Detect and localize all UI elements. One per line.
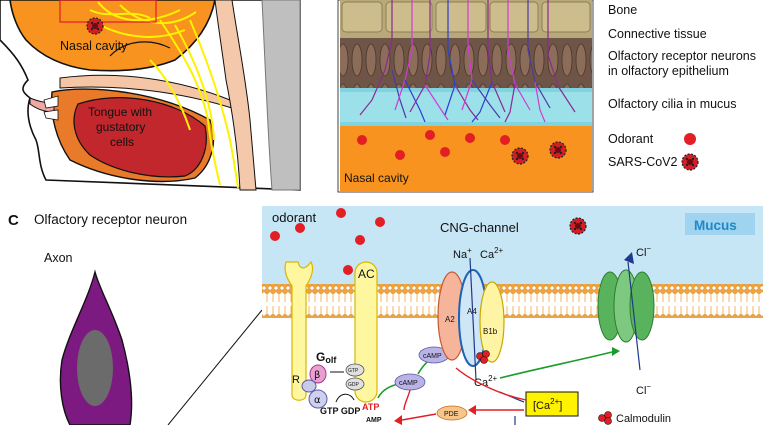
pharynx <box>214 0 257 191</box>
green-arrowhead <box>612 347 620 356</box>
g-beta-subunit <box>309 364 327 384</box>
teeth <box>43 95 59 121</box>
g-gamma-subunit <box>301 379 317 393</box>
legend-orn-line1: Olfactory receptor neurons <box>608 49 756 63</box>
g-curl <box>335 393 355 403</box>
chloride-channel <box>597 252 655 371</box>
legend-cilia: Olfactory cilia in mucus <box>608 97 737 111</box>
tongue-shape <box>73 97 207 178</box>
ca-concentration-box <box>525 391 579 417</box>
neuron-cell-shape <box>59 269 263 425</box>
amp-label: AMP <box>366 417 382 424</box>
receptor-r-label: R <box>292 374 300 386</box>
ca-box-label: [Ca2+] <box>533 397 562 412</box>
panel-b-epithelium <box>337 0 594 193</box>
neuron-fibers <box>359 0 576 123</box>
gdp-bubble <box>345 377 365 391</box>
zoom-box <box>59 0 157 23</box>
receptor-r <box>284 260 314 401</box>
calmodulin-on-channel <box>476 350 490 364</box>
camp-to-pde-arrow <box>403 389 411 411</box>
alpha-label: α <box>314 395 321 406</box>
legend-odorant: Odorant <box>608 132 654 146</box>
gtp-gdp-label: GTP GDP <box>320 406 360 416</box>
ca-top-label: Ca2+ <box>480 246 504 261</box>
beta-label: β <box>314 370 320 381</box>
legend-sars-virus-icon <box>681 153 699 171</box>
pde-to-amp-arrow <box>401 413 437 421</box>
nasal-cavity-label-a: Nasal cavity <box>60 39 128 53</box>
sars-virus-b1-icon <box>511 147 529 165</box>
sars-virus-icon <box>86 17 104 35</box>
gdp-small-label: GDP <box>348 382 360 388</box>
cl-top-label: Cl− <box>636 244 651 259</box>
nasal-turbinate <box>109 41 171 57</box>
axon-label: Axon <box>44 251 73 265</box>
lipid-bilayer <box>262 284 763 318</box>
tongue-label-line2: gustatory <box>96 120 145 134</box>
calmodulin-legend-icon <box>598 411 612 425</box>
gtp-bubble <box>345 363 365 377</box>
mucus-tag <box>685 213 755 235</box>
zoom-line-1 <box>167 309 263 425</box>
atp-label: ATP <box>362 402 379 412</box>
pde-bubble <box>436 405 468 421</box>
legend-connective: Connective tissue <box>608 27 707 41</box>
odorant-dots-c <box>270 208 385 275</box>
a2-label: A2 <box>445 315 455 324</box>
bone-segments <box>341 1 591 33</box>
camp-label-2: cAMP <box>423 353 442 360</box>
nasal-cavity-area <box>9 0 216 72</box>
mucus-label: Mucus <box>694 218 737 233</box>
legend-orn-line2: in olfactory epithelium <box>608 64 729 78</box>
g-alpha-subunit <box>308 389 328 409</box>
connective-tissue-layer <box>340 38 592 88</box>
feedback-arrow <box>455 367 527 401</box>
olfactory-nerve-bundle <box>89 1 239 189</box>
legend-odorant-dot-icon <box>684 133 696 145</box>
calmodulin-label: Calmodulin <box>616 413 671 425</box>
a4-label: A4 <box>467 307 477 316</box>
red-arrowhead-amp <box>394 415 402 425</box>
sars-virus-b2-icon <box>549 141 567 159</box>
gtp-small-label: GTP <box>348 368 359 374</box>
panel-c-letter: C <box>8 212 19 229</box>
cilium-membrane <box>262 206 763 425</box>
cl-bottom-label: Cl− <box>636 382 651 397</box>
red-arrowhead-pde <box>468 405 476 415</box>
tongue-label-line1: Tongue with <box>88 105 152 119</box>
na-label: Na+ <box>453 246 472 261</box>
neuron-nucleus <box>77 330 113 406</box>
panel-c-title: Olfactory receptor neuron <box>34 212 187 227</box>
tongue-label-line3: cells <box>110 135 134 149</box>
pde-label: PDE <box>444 411 459 418</box>
ca-to-clchannel-arrow <box>499 351 613 379</box>
cng-channel <box>437 257 505 381</box>
camp-label-1: cAMP <box>399 380 418 387</box>
spine <box>261 0 301 191</box>
nasal-cavity-label-b: Nasal cavity <box>344 171 409 185</box>
sars-virus-c-icon <box>569 217 587 235</box>
cng-channel-label: CNG-channel <box>440 220 519 235</box>
b1b-label: B1b <box>483 327 498 336</box>
legend-bone: Bone <box>608 3 637 17</box>
panel-a-head-anatomy <box>0 0 320 191</box>
odorant-dots-b <box>357 130 510 160</box>
odorant-label: odorant <box>272 210 316 225</box>
golf-label: Golf <box>316 350 337 365</box>
ac-label: AC <box>358 267 375 281</box>
legend-sars: SARS-CoV2 <box>608 155 678 169</box>
